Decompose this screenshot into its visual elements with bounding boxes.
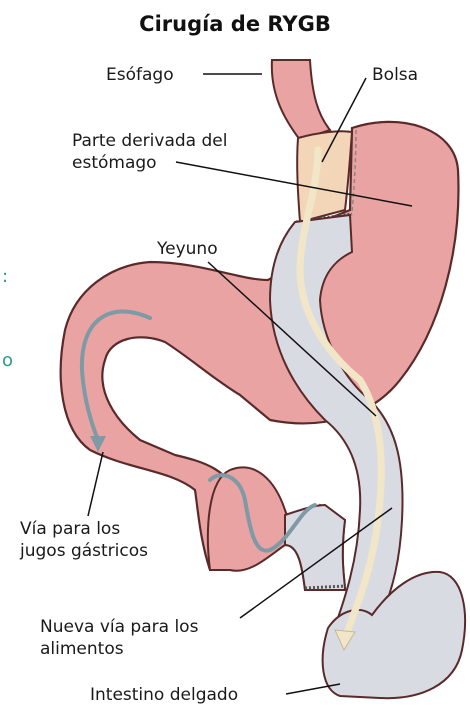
label-intestine-text: Intestino delgado xyxy=(90,684,238,706)
pouch xyxy=(297,131,352,222)
label-bypassed-line2: estómago xyxy=(72,152,227,174)
label-juices-line1: Vía para los xyxy=(20,518,148,540)
label-jejunum-text: Yeyuno xyxy=(157,238,218,260)
label-pouch: Bolsa xyxy=(372,64,418,86)
biliopancreatic-gray-end xyxy=(285,505,345,590)
label-jejunum: Yeyuno xyxy=(157,238,218,260)
label-juices-line2: jugos gástricos xyxy=(20,540,148,562)
edge-fragment-colon: : xyxy=(2,266,8,287)
esophagus xyxy=(272,60,330,140)
label-bypassed-line1: Parte derivada del xyxy=(72,130,227,152)
label-food-line1: Nueva vía para los xyxy=(40,616,198,638)
label-esophagus-text: Esófago xyxy=(106,64,174,86)
leader-juices xyxy=(88,452,103,516)
label-bypassed-stomach: Parte derivada del estómago xyxy=(72,130,227,174)
label-food-line2: alimentos xyxy=(40,638,198,660)
diagram-title: Cirugía de RYGB xyxy=(0,12,470,36)
label-food-path: Nueva vía para los alimentos xyxy=(40,616,198,660)
label-small-intestine: Intestino delgado xyxy=(90,684,238,706)
label-pouch-text: Bolsa xyxy=(372,64,418,86)
label-gastric-juices: Vía para los jugos gástricos xyxy=(20,518,148,562)
label-esophagus: Esófago xyxy=(106,64,174,86)
edge-fragment-letter: o xyxy=(2,350,13,371)
